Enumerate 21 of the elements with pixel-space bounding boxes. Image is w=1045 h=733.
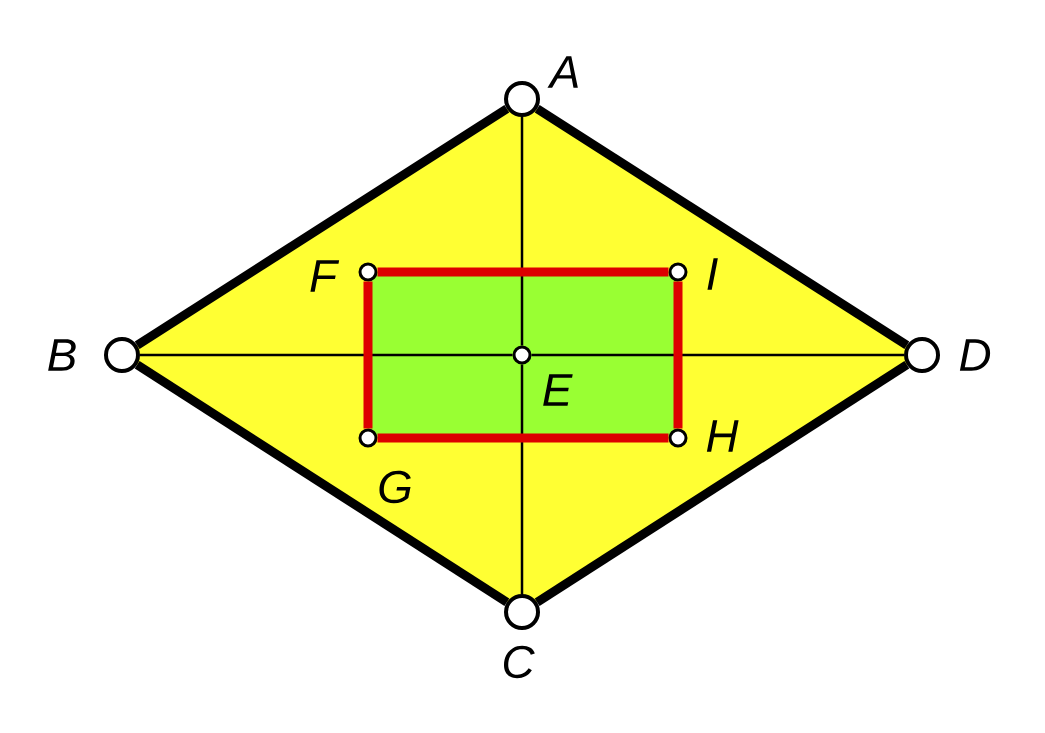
line-segment: [534, 360, 910, 607]
point-label: E: [543, 374, 573, 406]
point-label: C: [504, 645, 535, 679]
point-label: G: [379, 470, 411, 504]
line-segment: [534, 104, 910, 350]
point-label: I: [707, 258, 718, 290]
line-segment: [377, 433, 669, 443]
point-label: D: [959, 339, 991, 371]
point-label: F: [310, 260, 340, 292]
line-segment: [140, 353, 513, 357]
line-segment: [673, 281, 683, 429]
line-segment: [531, 353, 904, 357]
point-label: H: [706, 420, 739, 452]
line-segment: [520, 117, 524, 346]
line-segment: [377, 267, 669, 277]
line-segment: [363, 281, 373, 429]
line-segment: [134, 104, 510, 350]
line-segment: [520, 364, 524, 594]
point-label: A: [547, 56, 578, 88]
point-label: B: [48, 339, 76, 371]
line-segment: [134, 360, 510, 607]
